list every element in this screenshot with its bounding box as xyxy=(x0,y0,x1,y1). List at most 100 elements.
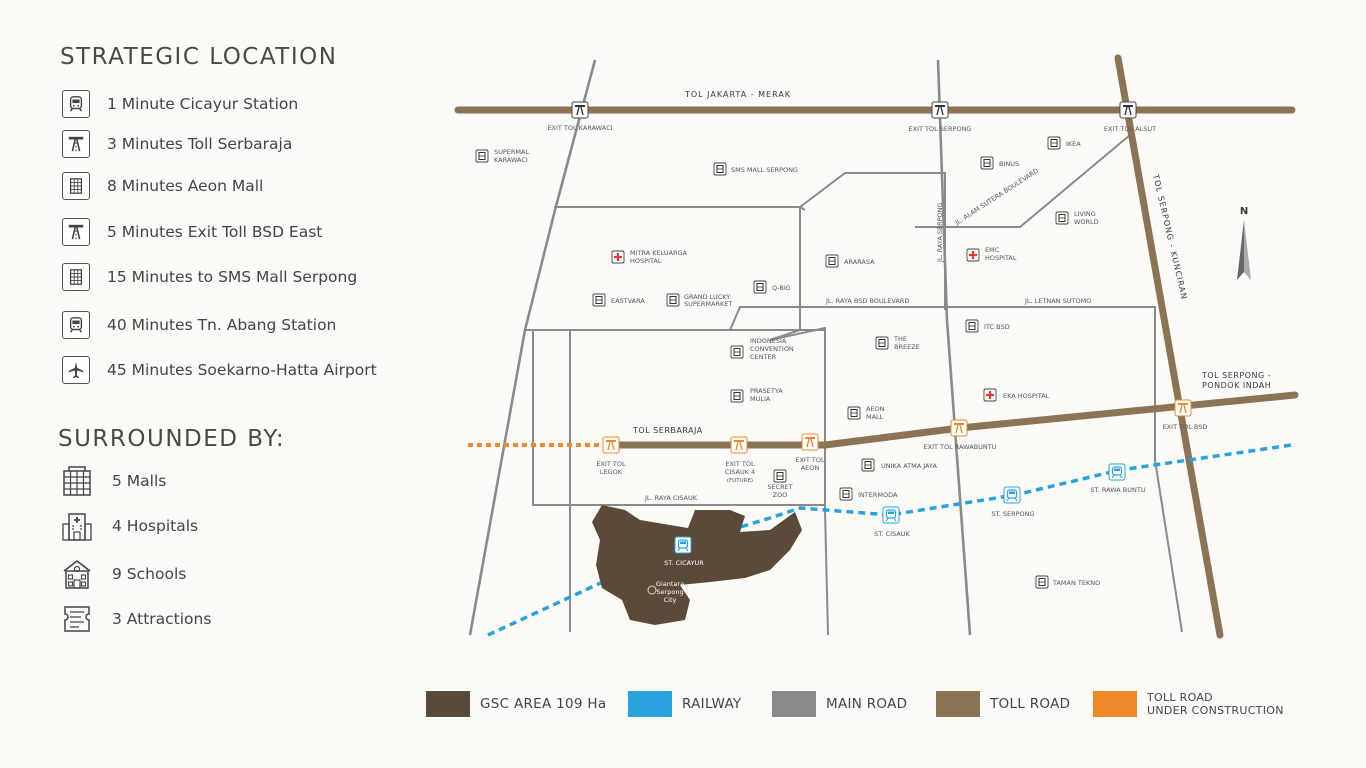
label-prasetya-1: PRASETYA xyxy=(750,387,783,395)
location-item-bsd-east: 5 Minutes Exit Toll BSD East xyxy=(62,217,322,247)
label-exit-cisauk4-2: CISAUK 4 xyxy=(725,468,755,476)
exit-toll-construction-icon xyxy=(950,419,968,437)
airplane-icon xyxy=(62,356,90,384)
hospital-icon xyxy=(982,387,998,403)
label-breeze-2: BREEZE xyxy=(894,343,920,351)
poi-icon xyxy=(730,389,744,403)
label-mitra-1: MITRA KELUARGA xyxy=(630,249,688,257)
label-tol-serpong-pondok-1: TOL SERPONG - xyxy=(1201,371,1271,380)
label-exit-legok-2: LEGOK xyxy=(600,468,623,476)
poi-icon xyxy=(825,254,839,268)
label-jl-letnan: JL. LETNAN SUTOMO xyxy=(1024,297,1091,305)
main-road-alam-sutera xyxy=(915,134,1131,228)
label-grand-1: GRAND LUCKY xyxy=(684,293,730,301)
toll-road-icon xyxy=(62,130,90,158)
school-icon xyxy=(60,557,94,591)
label-secret-2: ZOO xyxy=(773,491,788,499)
legend-swatch xyxy=(628,691,672,717)
mall-icon xyxy=(62,172,90,200)
location-item-aeon: 8 Minutes Aeon Mall xyxy=(62,171,263,201)
label-qbig: Q-BIG xyxy=(772,284,791,292)
legend-label: TOLL ROAD xyxy=(990,696,1071,712)
poi-icon xyxy=(847,406,861,420)
poi-icon xyxy=(773,469,787,483)
location-item-serbaraja: 3 Minutes Toll Serbaraja xyxy=(62,129,292,159)
main-roads xyxy=(468,59,1183,636)
poi-icon xyxy=(1055,211,1069,225)
surrounded-text: 3 Attractions xyxy=(112,610,212,628)
label-living-2: WORLD xyxy=(1074,218,1099,226)
label-itc: ITC BSD xyxy=(984,323,1010,331)
poi-icon xyxy=(592,293,606,307)
label-tol-serpong-pondok-2: PONDOK INDAH xyxy=(1202,381,1271,390)
north-label: N xyxy=(1240,206,1248,217)
surrounded-text: 9 Schools xyxy=(112,565,187,583)
main-road xyxy=(824,509,829,636)
label-st-rawabuntu: ST. RAWA BUNTU xyxy=(1090,486,1145,494)
legend-main-road: MAIN ROAD xyxy=(772,684,907,724)
station-icon xyxy=(674,536,692,554)
label-exit-bsd: EXIT TOL BSD xyxy=(1163,423,1208,431)
gsc-logo-text-1: Giantara xyxy=(656,580,684,588)
location-text: 8 Minutes Aeon Mall xyxy=(107,177,264,195)
surrounded-item-hospitals: 4 Hospitals xyxy=(60,509,198,543)
strategic-location-title: STRATEGIC LOCATION xyxy=(60,44,338,70)
label-living-1: LIVING xyxy=(1074,210,1096,218)
label-st-serpong: ST. SERPONG xyxy=(991,510,1034,518)
exit-toll-construction-icon xyxy=(1174,399,1192,417)
label-icc-2: CONVENTION xyxy=(750,345,794,353)
label-unika: UNIKA ATMA JAYA xyxy=(881,462,937,470)
label-icc-1: INDONESIA xyxy=(750,337,787,345)
exit-toll-icon xyxy=(571,101,589,119)
label-ararasa: ARARASA xyxy=(844,258,875,266)
main-road xyxy=(554,206,826,510)
poi-icon xyxy=(1035,575,1049,589)
gsc-area xyxy=(592,505,802,625)
label-grand-2: SUPERMARKET xyxy=(684,300,732,308)
exit-toll-construction-icon xyxy=(730,436,748,454)
main-road-letnan xyxy=(1154,459,1183,633)
attraction-icon xyxy=(60,602,94,636)
label-aeon-2: MALL xyxy=(866,413,884,421)
label-tol-serbaraja: TOL SERBARAJA xyxy=(632,426,703,435)
poi-icon xyxy=(730,345,744,359)
legend-swatch xyxy=(936,691,980,717)
label-jl-raya-cisauk: JL. RAYA CISAUK xyxy=(644,494,698,502)
label-prasetya-2: MULIA xyxy=(750,395,771,403)
exit-toll-icon xyxy=(1119,101,1137,119)
label-exit-serpong: EXIT TOL SERPONG xyxy=(909,125,972,133)
location-text: 40 Minutes Tn. Abang Station xyxy=(107,316,337,334)
station-icon xyxy=(1003,486,1021,504)
legend-label: GSC AREA 109 Ha xyxy=(480,696,607,712)
toll-roads xyxy=(454,54,1299,639)
label-exit-aeon-1: EXIT TOL xyxy=(795,456,825,464)
label-jl-raya-serpong: JL. RAYA SERPONG xyxy=(936,202,944,263)
poi-icon xyxy=(839,487,853,501)
info-panel: STRATEGIC LOCATION 1 Minute Cicayur Stat… xyxy=(0,0,420,768)
location-text: 15 Minutes to SMS Mall Serpong xyxy=(107,268,358,286)
label-supermal-2: KARAWACI xyxy=(494,156,528,164)
legend-label: RAILWAY xyxy=(682,696,742,712)
surrounded-by-title: SURROUNDED BY: xyxy=(58,426,286,452)
label-jl-raya-bsd: JL. RAYA BSD BOULEVARD xyxy=(825,297,909,305)
label-sms-mall: SMS MALL SERPONG xyxy=(731,166,798,174)
location-item-cicayur: 1 Minute Cicayur Station xyxy=(62,89,298,119)
legend-swatch xyxy=(426,691,470,717)
label-aeon-1: AEON xyxy=(866,405,885,413)
poi-icon xyxy=(861,458,875,472)
north-arrow-icon xyxy=(1237,220,1244,280)
label-eastvara: EASTVARA xyxy=(611,297,645,305)
hospital-icon xyxy=(610,249,626,265)
label-mitra-2: HOSPITAL xyxy=(630,257,662,265)
legend-swatch xyxy=(1093,691,1137,717)
location-text: 5 Minutes Exit Toll BSD East xyxy=(107,223,323,241)
label-supermal-1: SUPERMAL xyxy=(494,148,529,156)
main-road-west xyxy=(468,59,597,636)
label-emc-1: EMC xyxy=(985,246,1000,254)
label-exit-alsut: EXIT TOL ALSUT xyxy=(1104,125,1156,133)
location-item-airport: 45 Minutes Soekarno-Hatta Airport xyxy=(62,355,377,385)
location-text: 45 Minutes Soekarno-Hatta Airport xyxy=(107,361,377,379)
train-icon xyxy=(62,90,90,118)
